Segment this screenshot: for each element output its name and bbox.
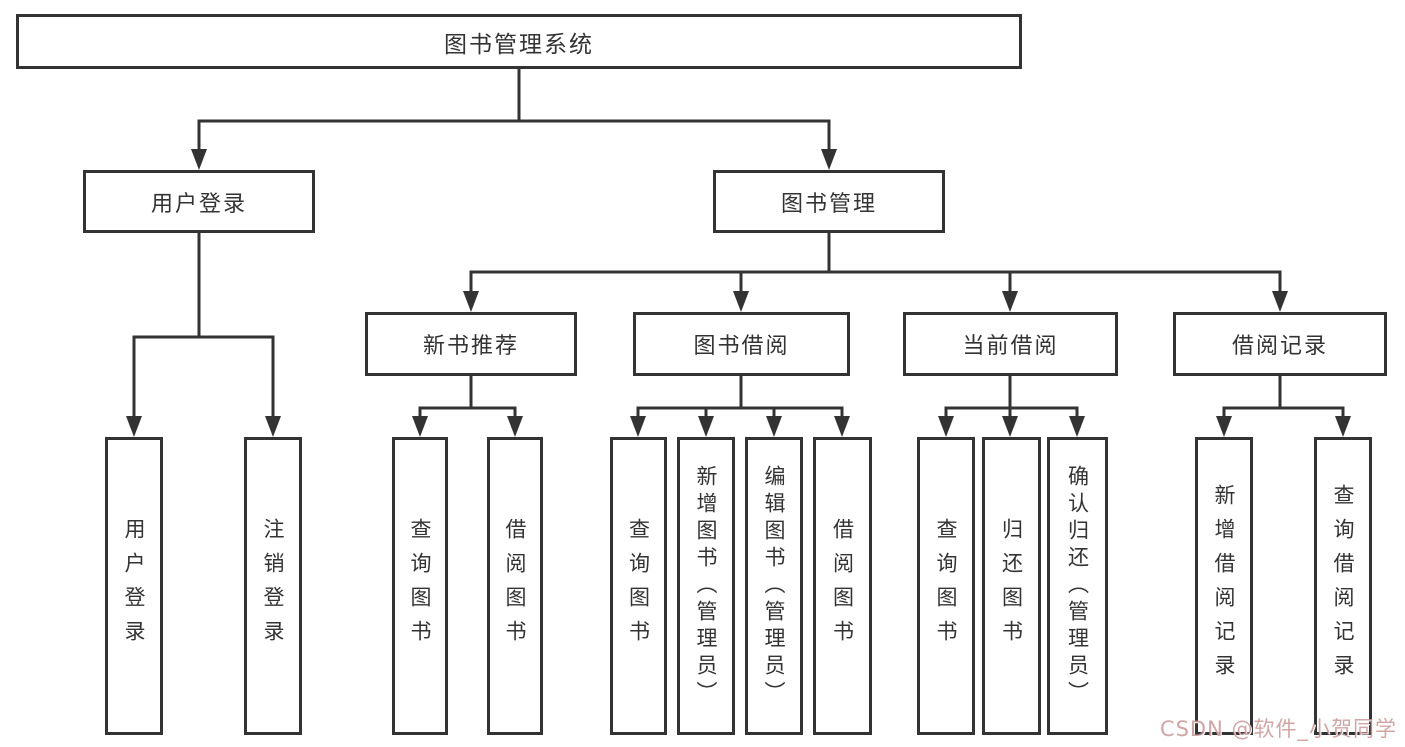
node-book-management: 图书管理 bbox=[713, 170, 945, 233]
arrowheads bbox=[126, 149, 1351, 437]
node-user-login: 用户登录 bbox=[83, 170, 315, 233]
node-new-book-recommend: 新书推荐 bbox=[365, 312, 577, 376]
node-book-borrow: 图书借阅 bbox=[633, 312, 850, 376]
node-library-system: 图书管理系统 bbox=[16, 14, 1022, 69]
leaf-borrow-books-recommend: 借阅图书 bbox=[487, 437, 543, 735]
watermark: CSDN @软件_小贺同学 bbox=[1159, 717, 1397, 741]
node-current-borrow: 当前借阅 bbox=[903, 312, 1118, 376]
leaf-query-borrow-record: 查询借阅记录 bbox=[1314, 437, 1372, 735]
leaf-borrow-books: 借阅图书 bbox=[813, 437, 872, 735]
leaf-logout: 注销登录 bbox=[244, 437, 302, 735]
leaf-confirm-return-admin: 确认归还（管理员） bbox=[1047, 437, 1108, 735]
leaf-query-books-recommend: 查询图书 bbox=[392, 437, 448, 735]
leaf-return-book: 归还图书 bbox=[982, 437, 1041, 735]
node-borrow-records: 借阅记录 bbox=[1173, 312, 1387, 376]
leaf-add-book-admin: 新增图书（管理员） bbox=[677, 437, 735, 735]
leaf-query-books-borrow: 查询图书 bbox=[610, 437, 667, 735]
leaf-query-books-current: 查询图书 bbox=[917, 437, 975, 735]
leaf-add-borrow-record: 新增借阅记录 bbox=[1195, 437, 1253, 735]
leaf-edit-book-admin: 编辑图书（管理员） bbox=[745, 437, 803, 735]
leaf-user-login: 用户登录 bbox=[105, 437, 163, 735]
